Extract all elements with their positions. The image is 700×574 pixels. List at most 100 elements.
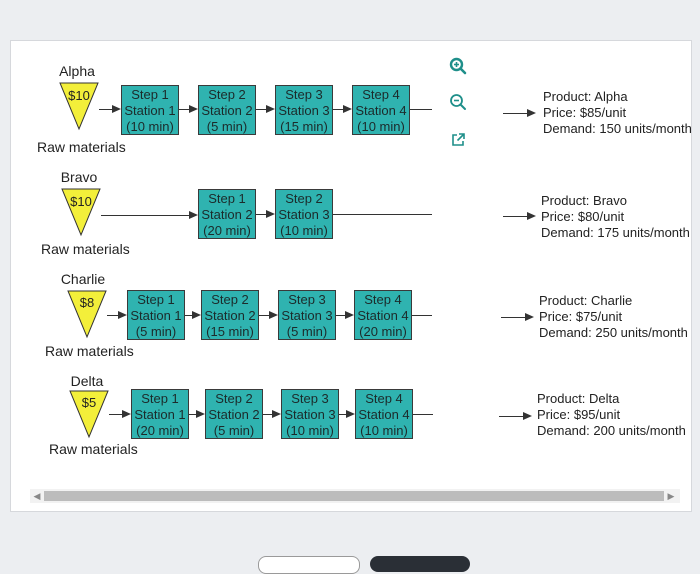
station-label: Station 2 <box>204 308 256 323</box>
product-info: Product: Charlie Price: $75/unit Demand:… <box>539 293 688 341</box>
raw-material-triangle <box>61 187 101 237</box>
step-time: (10 min) <box>360 423 408 438</box>
flow-line <box>179 109 191 110</box>
station-label: Station 4 <box>357 308 409 323</box>
step-label: Step 1 <box>141 391 179 406</box>
info-price: Price: $85/unit <box>543 105 627 120</box>
flow-arrow <box>346 410 355 418</box>
station-label: Station 3 <box>284 407 336 422</box>
step-time: (10 min) <box>286 423 334 438</box>
station-label: Station 3 <box>278 207 330 222</box>
open-external-icon[interactable] <box>447 129 469 151</box>
info-product: Product: Delta <box>537 391 620 406</box>
scrollbar-thumb[interactable] <box>44 491 664 501</box>
station-label: Station 3 <box>281 308 333 323</box>
scroll-left-icon[interactable]: ◀ <box>33 491 41 501</box>
raw-material-price: $10 <box>68 88 90 103</box>
flow-arrow <box>523 412 532 420</box>
station-label: Station 4 <box>355 103 407 118</box>
bottom-button-primary[interactable] <box>370 556 470 572</box>
flow-line <box>503 216 527 217</box>
horizontal-scrollbar[interactable]: ◀ ▶ <box>30 489 680 503</box>
station-label: Station 1 <box>134 407 186 422</box>
step-time: (15 min) <box>280 119 328 134</box>
process-step-box: Step 1 Station 1 (10 min) <box>121 85 179 135</box>
step-time: (5 min) <box>213 423 255 438</box>
station-label: Station 3 <box>278 103 330 118</box>
raw-material-price: $5 <box>81 395 97 410</box>
step-label: Step 3 <box>288 292 326 307</box>
flow-line <box>189 414 197 415</box>
process-step-box: Step 2 Station 2 (15 min) <box>201 290 259 340</box>
info-product: Product: Alpha <box>543 89 628 104</box>
flow-line <box>499 416 523 417</box>
process-step-box: Step 3 Station 3 (5 min) <box>278 290 336 340</box>
flow-arrow <box>118 311 127 319</box>
flow-line <box>101 215 189 216</box>
process-step-box: Step 3 Station 3 (15 min) <box>275 85 333 135</box>
flow-line <box>339 414 347 415</box>
info-product: Product: Charlie <box>539 293 633 308</box>
step-label: Step 1 <box>131 87 169 102</box>
process-step-box: Step 4 Station 4 (10 min) <box>355 389 413 439</box>
flow-arrow <box>192 311 201 319</box>
raw-material-triangle <box>59 81 99 131</box>
step-time: (10 min) <box>280 223 328 238</box>
bottom-button-secondary[interactable] <box>258 556 360 574</box>
info-price: Price: $75/unit <box>539 309 623 324</box>
process-step-box: Step 2 Station 3 (10 min) <box>275 189 333 239</box>
flow-arrow <box>266 105 275 113</box>
flow-arrow <box>112 105 121 113</box>
flow-line <box>412 315 432 316</box>
zoom-in-icon[interactable] <box>447 55 469 77</box>
step-label: Step 1 <box>208 191 246 206</box>
flow-arrow <box>527 109 536 117</box>
raw-materials-label: Raw materials <box>49 441 138 457</box>
product-name-bravo: Bravo <box>60 169 98 185</box>
process-step-box: Step 4 Station 4 (10 min) <box>352 85 410 135</box>
info-demand: Demand: 175 units/month <box>541 225 690 240</box>
raw-materials-label: Raw materials <box>41 241 130 257</box>
step-label: Step 2 <box>215 391 253 406</box>
flow-arrow <box>272 410 281 418</box>
flow-arrow <box>189 211 198 219</box>
flow-line <box>333 109 345 110</box>
flow-line <box>107 315 119 316</box>
step-time: (20 min) <box>136 423 184 438</box>
flow-arrow <box>527 212 536 220</box>
step-label: Step 1 <box>137 292 175 307</box>
flow-line <box>336 315 346 316</box>
raw-material-triangle <box>67 289 107 339</box>
product-name-charlie: Charlie <box>60 271 106 287</box>
step-label: Step 3 <box>285 87 323 102</box>
info-price: Price: $80/unit <box>541 209 625 224</box>
step-time: (5 min) <box>286 324 328 339</box>
flow-arrow <box>343 105 352 113</box>
product-name-alpha: Alpha <box>59 63 95 79</box>
flow-line <box>185 315 193 316</box>
process-step-box: Step 1 Station 1 (20 min) <box>131 389 189 439</box>
scroll-right-icon[interactable]: ▶ <box>667 491 675 501</box>
flow-arrow <box>189 105 198 113</box>
step-label: Step 4 <box>364 292 402 307</box>
flow-line <box>501 317 525 318</box>
product-info: Product: Bravo Price: $80/unit Demand: 1… <box>541 193 690 241</box>
zoom-out-icon[interactable] <box>447 91 469 113</box>
flow-line <box>256 214 268 215</box>
process-step-box: Step 2 Station 2 (5 min) <box>205 389 263 439</box>
process-step-box: Step 4 Station 4 (20 min) <box>354 290 412 340</box>
info-product: Product: Bravo <box>541 193 627 208</box>
station-label: Station 4 <box>358 407 410 422</box>
step-time: (5 min) <box>135 324 177 339</box>
station-label: Station 1 <box>124 103 176 118</box>
product-name-delta: Delta <box>70 373 104 389</box>
step-time: (10 min) <box>357 119 405 134</box>
flow-arrow <box>266 210 275 218</box>
info-price: Price: $95/unit <box>537 407 621 422</box>
flow-line <box>413 414 433 415</box>
flow-arrow <box>269 311 278 319</box>
raw-material-price: $8 <box>79 295 95 310</box>
flow-line <box>99 109 114 110</box>
process-step-box: Step 1 Station 2 (20 min) <box>198 189 256 239</box>
station-label: Station 2 <box>201 103 253 118</box>
